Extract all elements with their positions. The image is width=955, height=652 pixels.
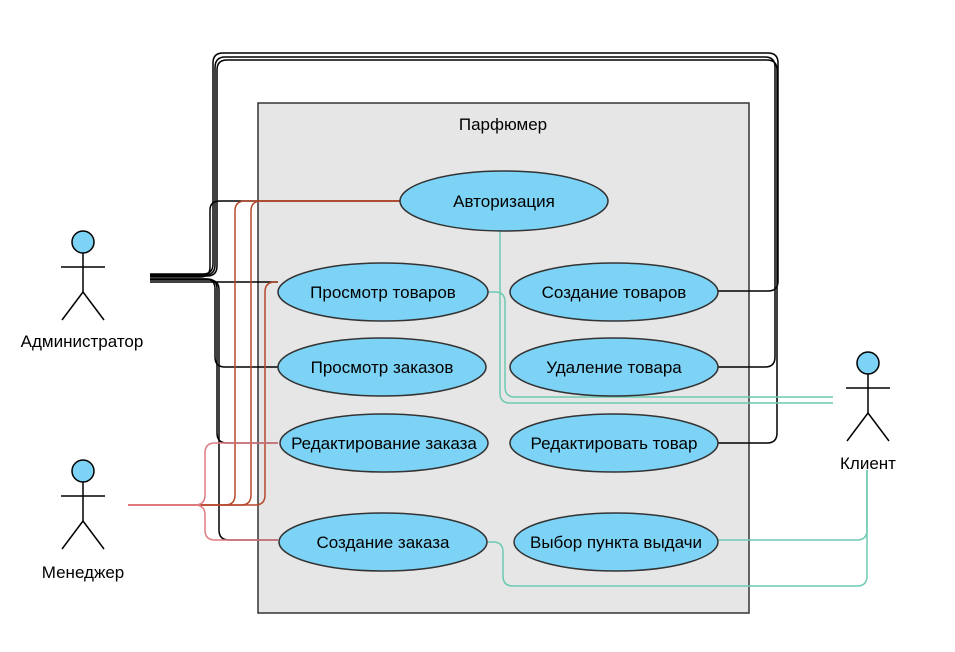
- manager-to-edit-order-line: [128, 442, 278, 506]
- usecase-delete-product-label: Удаление товара: [546, 358, 682, 377]
- usecase-create-products-label: Создание товаров: [542, 283, 687, 302]
- usecase-view-orders: Просмотр заказов: [277, 337, 487, 397]
- actor-client: [846, 351, 890, 442]
- usecase-edit-product: Редактировать товар: [509, 413, 719, 473]
- usecase-auth: Авторизация: [399, 170, 609, 232]
- usecase-create-products: Создание товаров: [509, 262, 719, 322]
- manager-to-view-products-line: [128, 281, 278, 506]
- usecase-edit-product-label: Редактировать товар: [531, 434, 698, 453]
- client-to-create-order-line: [488, 470, 868, 587]
- usecase-delete-product: Удаление товара: [509, 337, 719, 397]
- admin-to-edit-product-line: [150, 59, 778, 444]
- admin-connectors: [150, 52, 779, 541]
- client-to-view-products-line: [488, 291, 833, 398]
- usecase-create-order-label: Создание заказа: [317, 533, 451, 552]
- actor-client-head: [856, 351, 880, 375]
- actor-admin-label: Администратор: [21, 332, 144, 351]
- admin-to-delete-product-line: [150, 56, 776, 368]
- actor-admin-head: [71, 230, 95, 254]
- actor-manager: [61, 459, 105, 550]
- actor-manager-head: [71, 459, 95, 483]
- actor-client-label: Клиент: [840, 454, 896, 473]
- actor-admin: [61, 230, 105, 321]
- actor-manager-label: Менеджер: [42, 563, 124, 582]
- usecase-pickup-point: Выбор пункта выдачи: [513, 512, 719, 572]
- system-title: Парфюмер: [459, 115, 547, 134]
- client-connectors: [488, 230, 868, 587]
- usecase-view-orders-label: Просмотр заказов: [311, 358, 454, 377]
- usecase-pickup-point-label: Выбор пункта выдачи: [530, 533, 702, 552]
- usecase-auth-label: Авторизация: [453, 192, 555, 211]
- usecase-edit-order-label: Редактирование заказа: [291, 434, 477, 453]
- manager-to-create-order-line: [128, 504, 278, 541]
- client-to-auth-line: [499, 230, 833, 404]
- usecase-view-products-label: Просмотр товаров: [310, 283, 456, 302]
- manager-connectors: [128, 200, 400, 541]
- usecase-view-products: Просмотр товаров: [277, 262, 489, 322]
- usecase-edit-order: Редактирование заказа: [279, 413, 489, 473]
- usecase-create-order: Создание заказа: [278, 512, 488, 572]
